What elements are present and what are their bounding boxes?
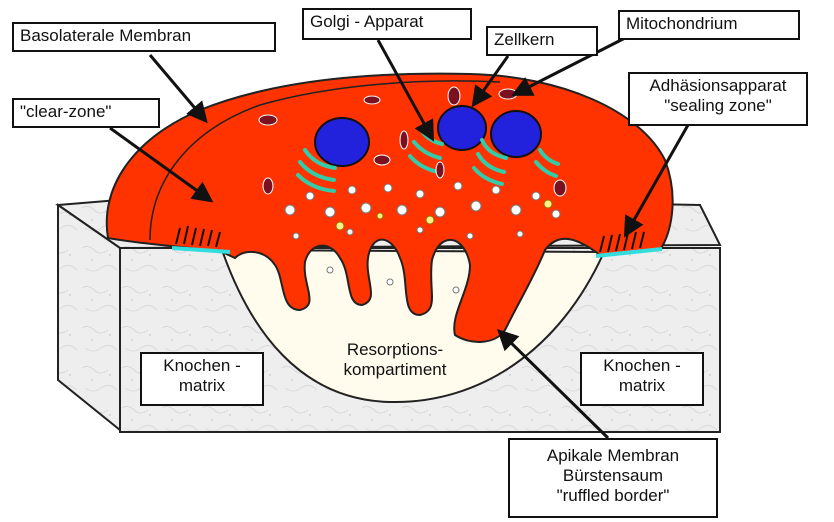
label-apical-membrane: Apikale Membran Bürstensaum "ruffled bor…: [508, 438, 718, 518]
label-apical-line1: Apikale Membran: [516, 446, 710, 466]
label-apical-line3: "ruffled border": [516, 486, 710, 506]
label-bone-matrix-left: Knochen - matrix: [140, 352, 264, 406]
label-mitochondrion-text: Mitochondrium: [626, 14, 792, 34]
label-basolateral-membrane: Basolaterale Membran: [12, 22, 276, 52]
label-apical-line2: Bürstensaum: [516, 466, 710, 486]
label-resorption-line2: kompartiment: [320, 360, 470, 380]
label-clear-zone: "clear-zone": [12, 98, 160, 128]
label-bone-right-line2: matrix: [588, 376, 696, 396]
label-clear-zone-text: "clear-zone": [20, 102, 152, 122]
label-basolateral-text: Basolaterale Membran: [20, 26, 268, 46]
label-adhesion-line1: Adhäsionsapparat: [636, 76, 800, 96]
nucleus-1: [315, 118, 369, 166]
label-resorption-compartment: Resorptions- kompartiment: [320, 340, 470, 380]
label-bone-left-line2: matrix: [148, 376, 256, 396]
label-nucleus: Zellkern: [486, 26, 598, 56]
label-bone-left-line1: Knochen -: [148, 356, 256, 376]
label-nucleus-text: Zellkern: [494, 30, 590, 50]
nucleus-3: [491, 111, 541, 157]
nucleus-2: [438, 106, 486, 150]
label-adhesion-apparatus: Adhäsionsapparat "sealing zone": [628, 72, 808, 126]
label-bone-matrix-right: Knochen - matrix: [580, 352, 704, 406]
label-golgi-apparatus: Golgi - Apparat: [302, 8, 472, 40]
label-adhesion-line2: "sealing zone": [636, 96, 800, 116]
label-golgi-text: Golgi - Apparat: [310, 12, 464, 32]
label-bone-right-line1: Knochen -: [588, 356, 696, 376]
label-mitochondrion: Mitochondrium: [618, 10, 800, 40]
label-resorption-line1: Resorptions-: [320, 340, 470, 360]
